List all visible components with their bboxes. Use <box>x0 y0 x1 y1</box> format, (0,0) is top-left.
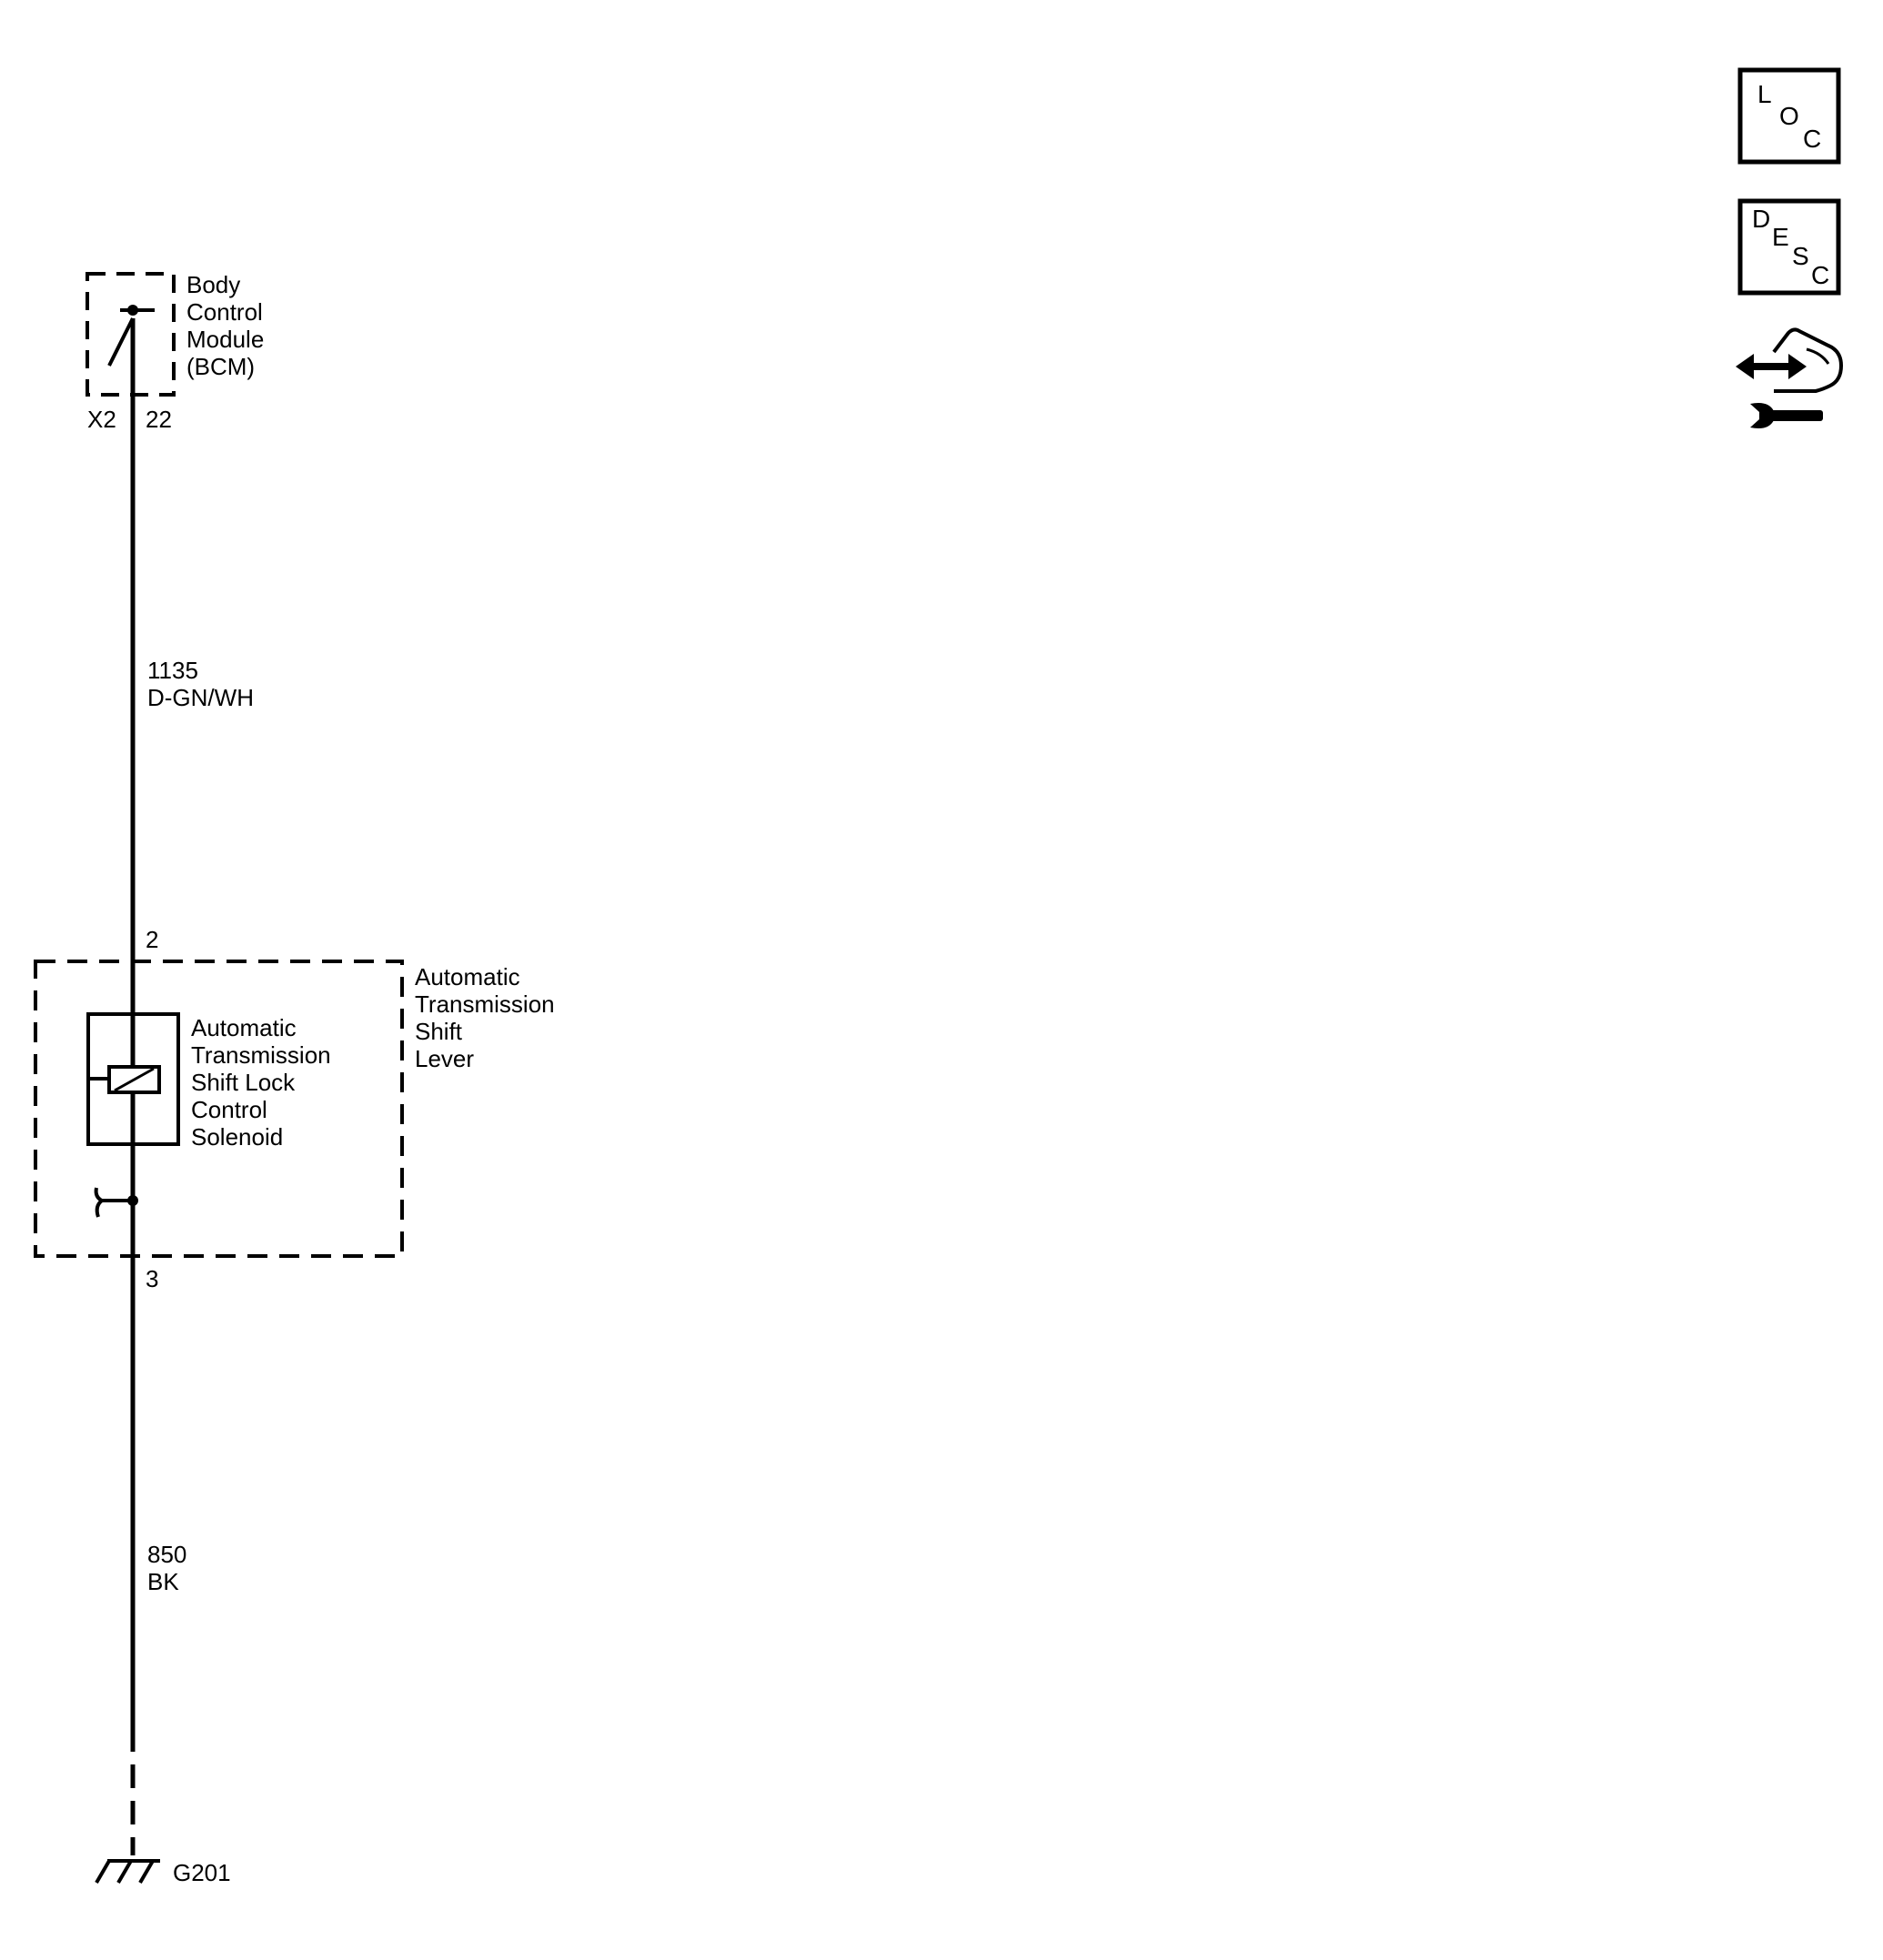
bcm-switch-pivot <box>127 305 138 316</box>
desc-icon-letter: D <box>1752 205 1770 233</box>
ground-tick <box>138 1859 155 1885</box>
solenoid-label: Automatic Transmission Shift Lock Contro… <box>191 1014 337 1151</box>
shift-lever-label-line: Lever <box>415 1045 474 1072</box>
wrench-handle <box>1768 410 1823 421</box>
ground-tick <box>95 1859 111 1885</box>
wire-1135-color: D-GN/WH <box>147 684 254 711</box>
bcm-label: Body Control Module (BCM) <box>186 271 271 380</box>
shift-lever-component[interactable]: 2 Automatic Transmission Shift Lever Aut… <box>34 926 561 1292</box>
desc-icon[interactable]: D E S C <box>1737 198 1841 296</box>
wire-850-color: BK <box>147 1568 179 1595</box>
bcm-module[interactable]: Body Control Module (BCM) X2 22 <box>86 271 271 433</box>
desc-icon-letter: E <box>1772 223 1789 251</box>
loc-icon-letter: C <box>1803 125 1821 153</box>
shift-lever-dashed-box <box>34 960 404 1258</box>
loc-icon-frame <box>1737 67 1841 165</box>
shift-lever-label-line: Shift <box>415 1018 463 1045</box>
solenoid-coil-slash <box>114 1067 155 1092</box>
loc-icon[interactable]: L O C <box>1737 67 1841 165</box>
double-arrow-left-head <box>1736 354 1754 379</box>
desc-icon-frame <box>1737 198 1841 296</box>
ground-label: G201 <box>173 1859 231 1886</box>
bcm-label-line: Body <box>186 271 240 298</box>
shift-lever-label: Automatic Transmission Shift Lever <box>415 963 561 1072</box>
wire-1135-circuit: 1135 <box>147 657 198 684</box>
loc-icon-letter: L <box>1757 80 1772 108</box>
hand-finger <box>1806 347 1830 365</box>
shift-lever-pin-out: 3 <box>146 1265 158 1292</box>
bcm-label-line: Control <box>186 298 263 326</box>
wire-850-circuit: 850 <box>147 1541 186 1568</box>
solenoid-label-line: Control <box>191 1096 267 1123</box>
shift-lock-solenoid[interactable]: Automatic Transmission Shift Lock Contro… <box>86 1012 337 1151</box>
bcm-label-line: Module <box>186 326 264 353</box>
double-arrow-right-head <box>1788 354 1807 379</box>
shift-lever-label-line: Transmission <box>415 990 555 1018</box>
splice-hook <box>94 1187 104 1218</box>
internal-splice <box>94 1187 138 1218</box>
shift-lever-pin-in: 2 <box>146 926 158 953</box>
bcm-switch-blade <box>107 317 135 367</box>
desc-icon-letter: C <box>1811 261 1829 289</box>
hand-outline <box>1772 327 1844 393</box>
bcm-label-line: (BCM) <box>186 353 255 380</box>
shift-lever-label-line: Automatic <box>415 963 520 990</box>
ground-tick <box>116 1859 133 1885</box>
diagnostic-hand-wrench-icon[interactable] <box>1736 327 1844 428</box>
desc-icon-letter: S <box>1792 242 1809 270</box>
bcm-connector-label: X2 <box>87 406 116 433</box>
solenoid-label-line: Solenoid <box>191 1123 283 1151</box>
ground-g201[interactable]: G201 <box>95 1859 231 1886</box>
bcm-pin-label: 22 <box>146 406 172 433</box>
wrench-jaw <box>1750 403 1774 428</box>
solenoid-label-line: Shift Lock <box>191 1069 296 1096</box>
solenoid-label-line: Automatic <box>191 1014 297 1041</box>
solenoid-label-line: Transmission <box>191 1041 331 1069</box>
loc-icon-letter: O <box>1779 102 1799 130</box>
